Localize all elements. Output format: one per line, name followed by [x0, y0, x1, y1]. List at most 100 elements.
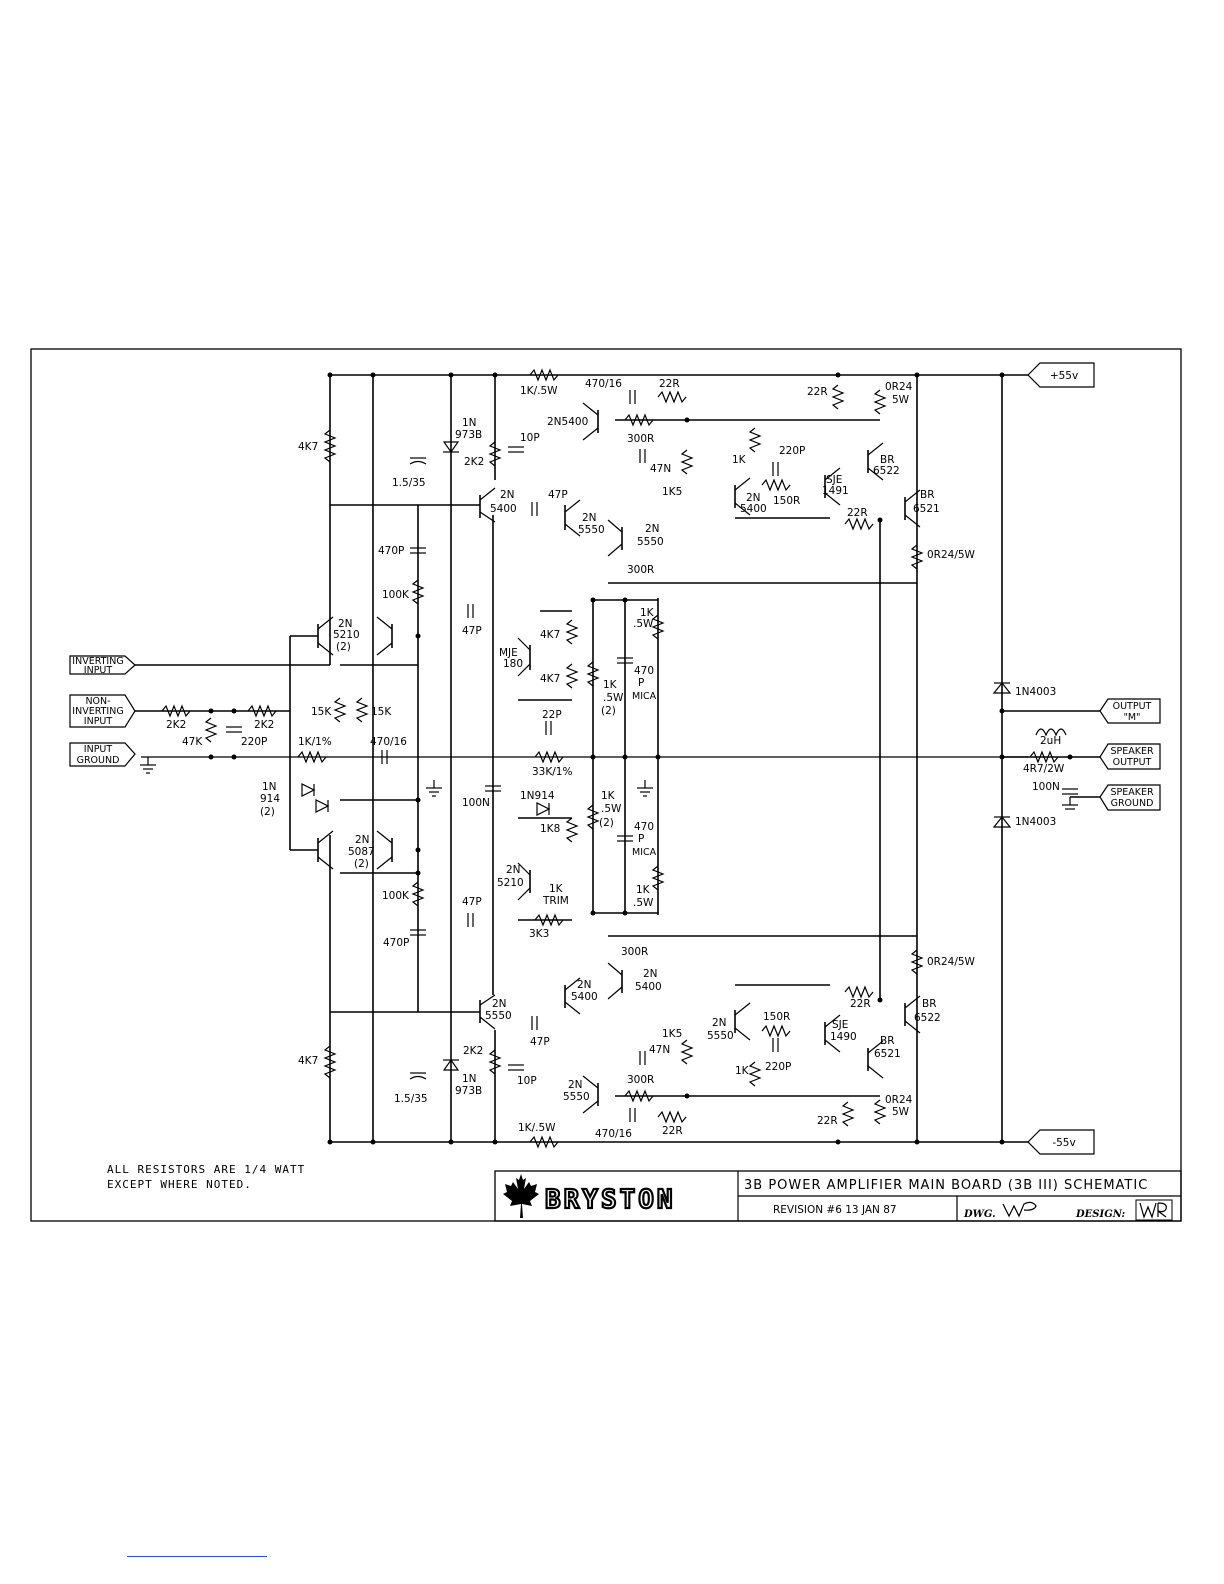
label-c-47n: 47N — [650, 463, 671, 475]
label-q-sje1490: SJE — [832, 1019, 848, 1031]
label-r-4k7: 4K7 — [298, 1055, 318, 1067]
label-r-1k-5w: (2) — [599, 817, 614, 829]
label-r-1k-5w: 1K/.5W — [520, 385, 558, 397]
label-c-100n: 100N — [1032, 781, 1060, 793]
label-r-1k-5w: .5W — [633, 618, 654, 630]
title-block: BRYSTON 3B POWER AMPLIFIER MAIN BOARD (3… — [494, 1170, 1182, 1222]
label-q-2n5550: 2N — [568, 1079, 583, 1091]
input-ground-connector: INPUT GROUND — [69, 742, 136, 767]
connector-line: OUTPUT — [1113, 701, 1152, 712]
label-d-1n914: 914 — [260, 793, 280, 805]
label-c-470p-mica: 470 — [634, 821, 654, 833]
label-r-22r: 22R — [807, 386, 828, 398]
connector-line: GROUND — [1111, 798, 1154, 809]
supply-rails — [141, 374, 1028, 1143]
label-r-1k5: 1K5 — [662, 1028, 682, 1040]
label-r-1k: 1K — [735, 1065, 750, 1077]
design-label: DESIGN: — [1075, 1209, 1126, 1220]
label-q-br6522: BR — [922, 998, 937, 1010]
label-r-15k: 15K — [311, 706, 332, 718]
maple-leaf-icon — [503, 1174, 539, 1218]
label-r-300r: 300R — [627, 433, 654, 445]
label-q-2n5550: 2N — [492, 998, 507, 1010]
connector-line: GROUND — [77, 755, 120, 766]
label-q-2n5400: 5400 — [571, 991, 598, 1003]
label-q-2n5087: (2) — [354, 858, 369, 870]
label-q-2n5210: 5210 — [497, 877, 524, 889]
label-r-1k5: 1K5 — [662, 486, 682, 498]
label-r-1k-5w: 1K — [636, 884, 651, 896]
neg-supply-connector: -55v — [1027, 1129, 1095, 1155]
label-r-4r7-2w: 4R7/2W — [1023, 763, 1065, 775]
label-q-2n5550: 5550 — [563, 1091, 590, 1103]
label-c-1-5-35: 1.5/35 — [392, 477, 426, 489]
label-l-2uh: 2uH — [1040, 735, 1061, 747]
label-q-mje180: MJE — [499, 647, 518, 659]
label-q-br6521: 6521 — [874, 1048, 901, 1060]
label-q-br6521: BR — [920, 489, 935, 501]
label-c-470-16: 470/16 — [585, 378, 622, 390]
label-q-2n5210: 2N — [338, 618, 353, 630]
label-r-0r24-5w: 0R24/5W — [927, 549, 976, 561]
speaker-ground-connector: SPEAKER GROUND — [1099, 784, 1161, 811]
footer-link-line[interactable] — [127, 1556, 267, 1557]
inductor-symbol — [1035, 728, 1067, 737]
brand-logo: BRYSTON — [545, 1185, 676, 1215]
label-r-22r: 22R — [817, 1115, 838, 1127]
diode-symbols — [301, 441, 1012, 1071]
label-q-br6522: BR — [880, 454, 895, 466]
label-r-22r: 22R — [662, 1125, 683, 1137]
capacitor-symbols — [226, 390, 1078, 1122]
label-d-1n4003: 1N4003 — [1015, 686, 1056, 698]
label-zener: 1N — [462, 1073, 477, 1085]
drawing-title: 3B POWER AMPLIFIER MAIN BOARD (3B III) S… — [744, 1178, 1148, 1193]
label-d-1n914: 1N914 — [520, 790, 555, 802]
label-r-1k-1pct: 1K/1% — [298, 736, 332, 748]
label-q-2n5550: 2N — [712, 1017, 727, 1029]
sheet-border — [30, 348, 1182, 1222]
label-q-mje180: 180 — [503, 658, 523, 670]
label-r-1k-5w: 1K — [603, 679, 618, 691]
label-d-1n914: (2) — [260, 806, 275, 818]
label-r-1k-5w: .5W — [601, 803, 622, 815]
label-c-100n: 100N — [462, 797, 490, 809]
label-c-470p-mica: P — [638, 677, 644, 689]
label-c-47n: 47N — [649, 1044, 670, 1056]
label-r-1k-5w: (2) — [601, 705, 616, 717]
label-r-1k-5w: .5W — [603, 692, 624, 704]
dwg-signature-icon — [1002, 1201, 1037, 1218]
resistor-symbols — [161, 368, 1059, 1149]
non-inverting-input-connector: NON- INVERTING INPUT — [69, 694, 136, 728]
label-r-1k-trim: 1K — [549, 883, 564, 895]
label-c-470p-mica: P — [638, 833, 644, 845]
connector-line: NON- — [85, 696, 110, 707]
label-q-2n5400: 2N — [746, 492, 761, 504]
output-m-connector: OUTPUT "M" — [1099, 698, 1161, 724]
label-r-47k: 47K — [182, 736, 203, 748]
label-c-470p-mica: 470 — [634, 665, 654, 677]
label-q-2n5087: 5087 — [348, 846, 375, 858]
speaker-output-connector: SPEAKER OUTPUT — [1099, 743, 1161, 770]
note-line: ALL RESISTORS ARE 1/4 WATT — [107, 1163, 305, 1176]
label-q-sje1491: 1491 — [822, 485, 849, 497]
label-r-0r24: 0R24 — [885, 381, 913, 393]
connector-line: INVERTING — [72, 706, 123, 717]
resistor-note: ALL RESISTORS ARE 1/4 WATT EXCEPT WHERE … — [107, 1163, 305, 1191]
inverting-input-connector: INVERTING INPUT — [69, 655, 136, 676]
label-r-4k7: 4K7 — [540, 673, 560, 685]
label-r-150r: 150R — [773, 495, 800, 507]
label-zener: 973B — [455, 1085, 482, 1097]
label-r-1k-5w: 1K/.5W — [518, 1122, 556, 1134]
label-c-220p: 220P — [241, 736, 267, 748]
label-c-470-16: 470/16 — [595, 1128, 632, 1140]
label-q-2n5400: 2N — [577, 979, 592, 991]
label-zener: 1N — [462, 417, 477, 429]
label-r-15k: 15K — [371, 706, 392, 718]
label-c-470p: 470P — [383, 937, 409, 949]
label-r-1k8: 1K8 — [540, 823, 560, 835]
label-q-2n5400: 5400 — [635, 981, 662, 993]
label-zener: 973B — [455, 429, 482, 441]
label-q-2n5400: 2N — [643, 968, 658, 980]
label-c-47p: 47P — [530, 1036, 550, 1048]
